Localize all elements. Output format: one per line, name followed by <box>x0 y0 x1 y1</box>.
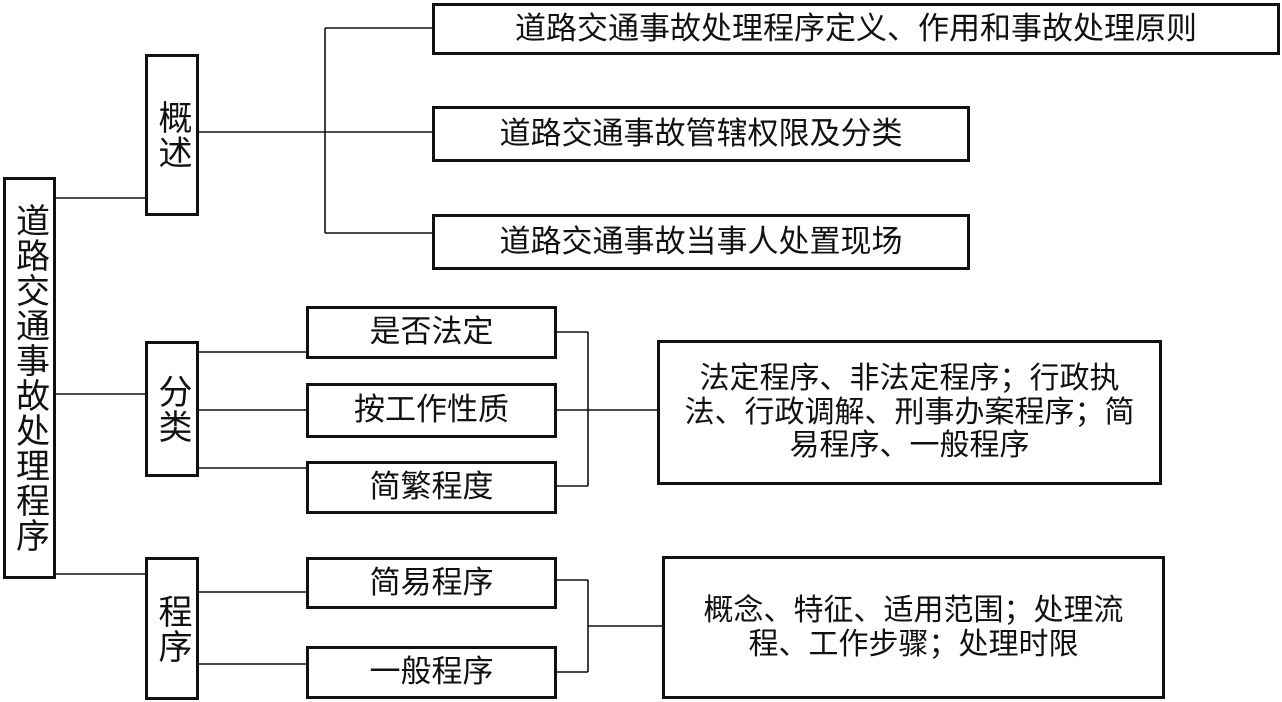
class-item-complexity: 简繁程度 <box>306 461 557 514</box>
overview-item-definition: 道路交通事故处理程序定义、作用和事故处理原则 <box>432 3 1280 55</box>
proc-item-general: 一般程序 <box>306 646 557 699</box>
overview-item-jurisdiction: 道路交通事故管辖权限及分类 <box>432 106 970 162</box>
section-classification: 分类 <box>145 341 199 477</box>
proc-detail: 概念、特征、适用范围；处理流程、工作步骤；处理时限 <box>662 556 1165 699</box>
overview-item-scene: 道路交通事故当事人处置现场 <box>432 214 970 270</box>
class-item-work-nature: 按工作性质 <box>306 383 557 438</box>
section-procedure: 程序 <box>145 557 199 700</box>
section-overview: 概述 <box>145 54 199 216</box>
root-node: 道路交通事故处理程序 <box>3 177 56 579</box>
class-detail: 法定程序、非法定程序；行政执法、行政调解、刑事办案程序；简易程序、一般程序 <box>657 340 1162 485</box>
proc-item-simple: 简易程序 <box>306 557 557 609</box>
class-item-statutory: 是否法定 <box>306 306 557 359</box>
